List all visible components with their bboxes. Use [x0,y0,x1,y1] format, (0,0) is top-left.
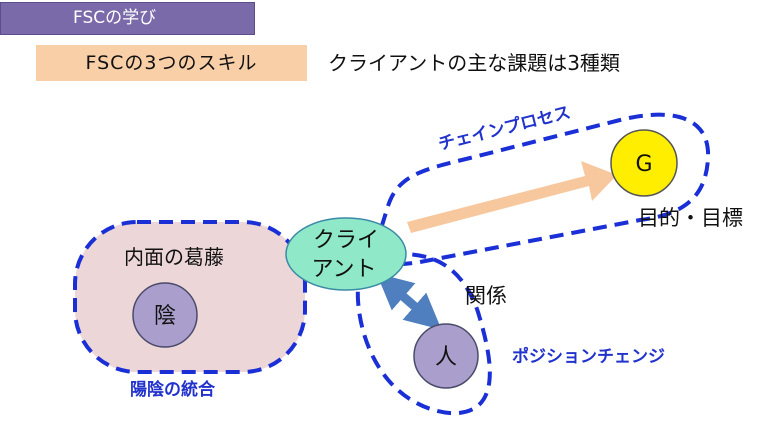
client-label-line1: クライ [313,228,379,253]
yin-yang-label: 陽陰の統合 [130,379,216,400]
goal-label: 目的・目標 [638,206,743,230]
subtitle: クライアントの主な課題は3種類 [328,51,620,75]
header-title: FSCの学び [0,2,255,35]
goal-arrow [407,161,617,233]
yin-node [132,282,198,348]
inner-conflict-label: 内面の葛藤 [124,245,224,269]
relation-label: 関係 [465,284,507,308]
position-change-label: ポジションチェンジ [512,346,665,367]
chain-process-label: チェインプロセス [436,102,573,155]
client-node [285,217,407,291]
person-node [413,323,479,389]
person-node-label: 人 [435,345,457,370]
chain-process-region [372,112,711,267]
relation-arrow [376,273,442,330]
yin-node-label: 陰 [154,304,176,329]
skill-box: FSCの3つのスキル [36,45,307,81]
goal-node [610,129,678,197]
goal-node-label: G [635,152,652,177]
client-label-line2: アント [311,257,376,282]
